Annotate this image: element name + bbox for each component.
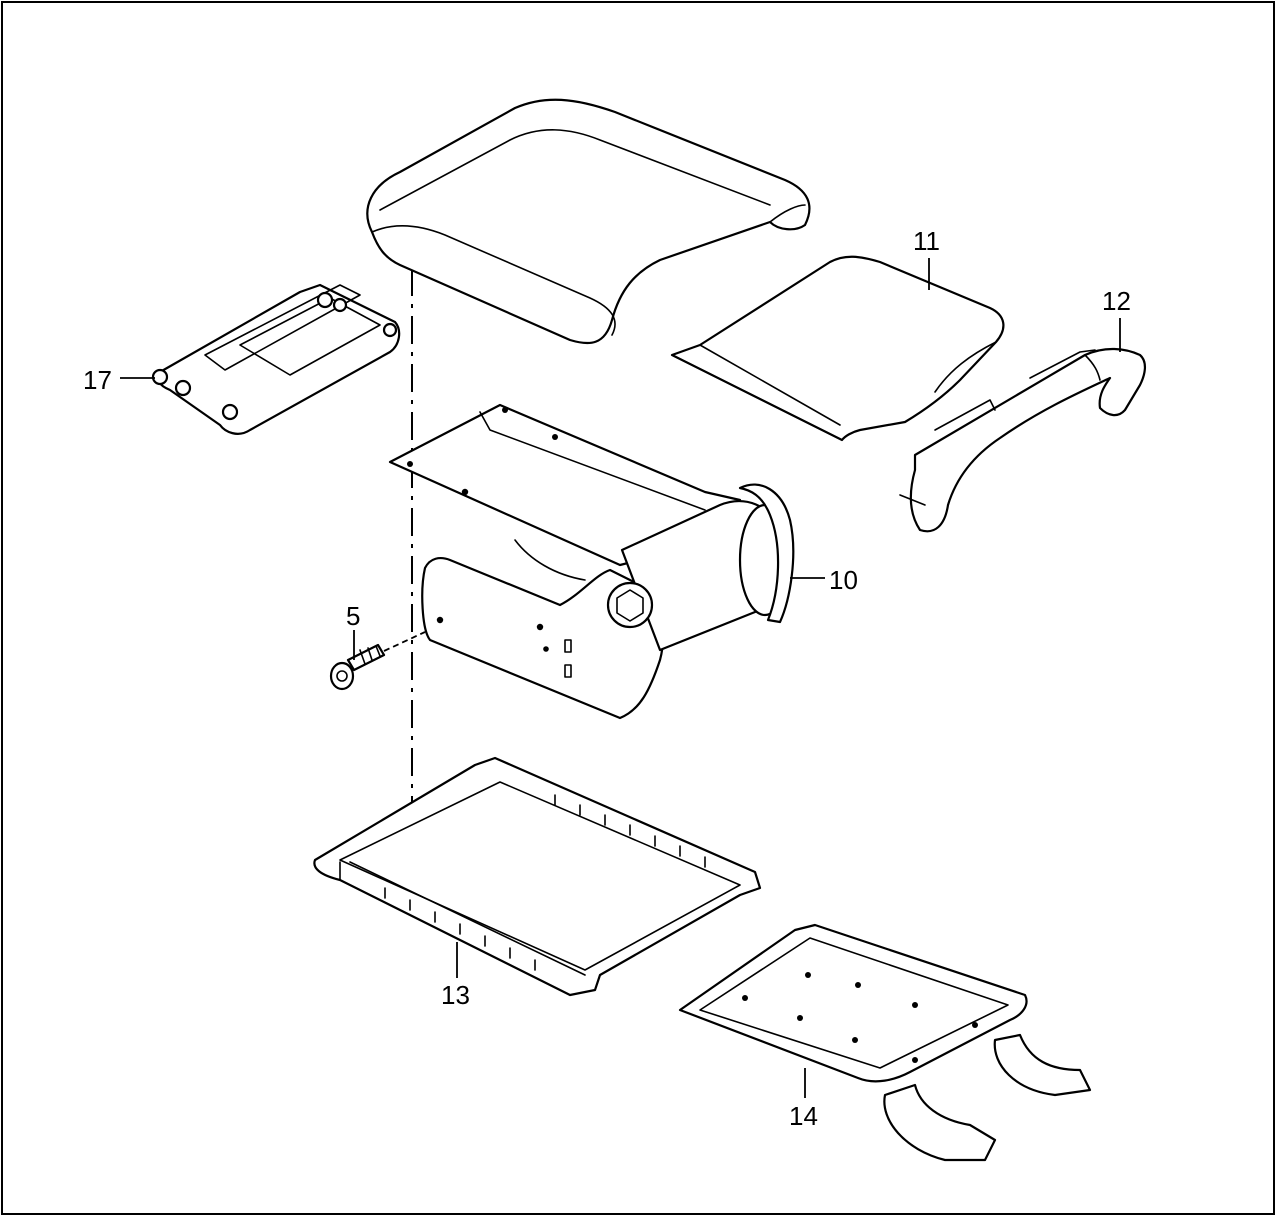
part-12-trim (899, 347, 1146, 533)
callout-14: 14 (789, 1101, 818, 1131)
part-5-screw (329, 631, 426, 691)
part-13-tray (313, 756, 762, 997)
part-14-plate (678, 923, 1092, 1162)
part-10-frame (388, 403, 795, 720)
callout-5: 5 (346, 601, 361, 631)
callout-17: 17 (83, 365, 112, 395)
part-11-insert (670, 255, 1005, 442)
callout-11: 11 (913, 226, 940, 256)
callout-13: 13 (441, 980, 470, 1010)
armrest-lid (366, 98, 811, 345)
callout-12: 12 (1102, 286, 1131, 316)
part-17-hinge (151, 283, 401, 435)
callout-10: 10 (829, 565, 858, 595)
